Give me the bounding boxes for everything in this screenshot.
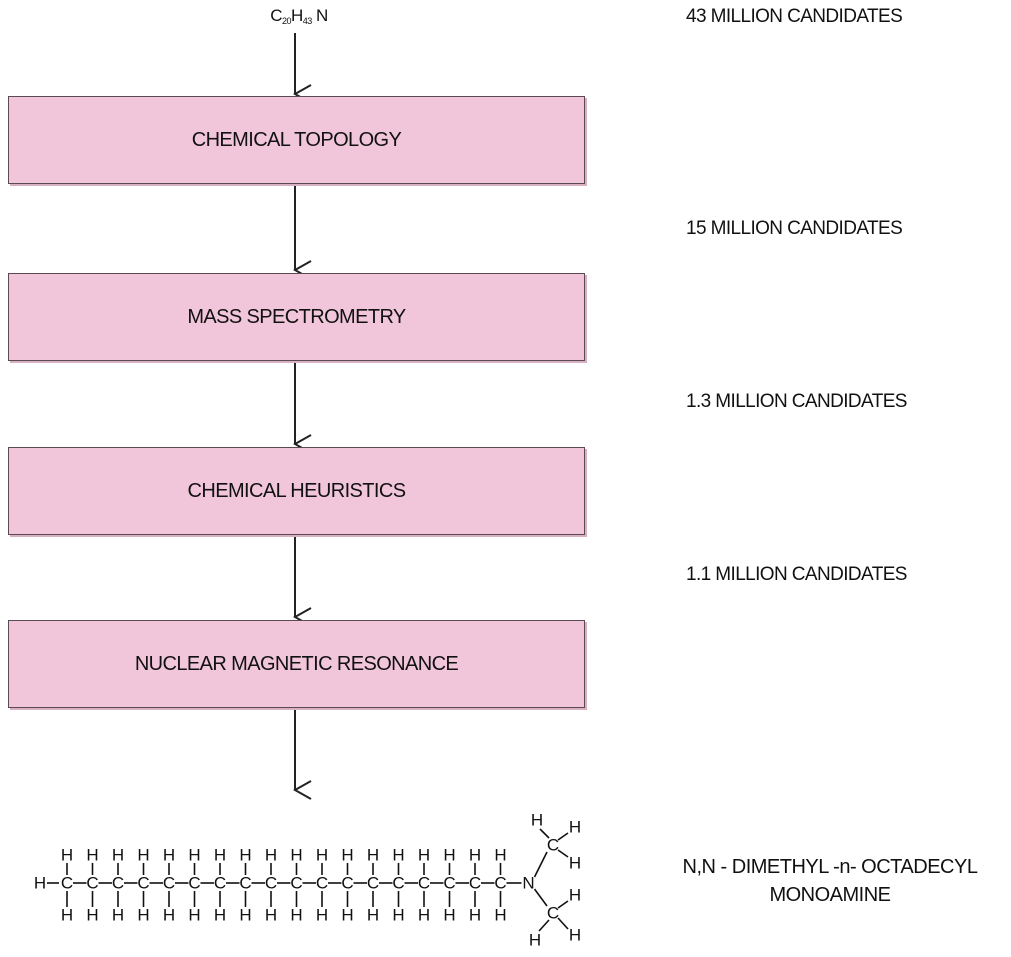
stage-label: CHEMICAL HEURISTICS: [187, 479, 406, 502]
chain-carbon: C: [316, 874, 328, 893]
methyl-hydrogen: H: [529, 931, 541, 950]
chain-hydrogen-top: H: [469, 846, 481, 865]
stage-label: CHEMICAL TOPOLOGY: [191, 128, 402, 151]
formula-carbon-count: 20: [281, 16, 292, 26]
chain-hydrogen-bottom: H: [316, 906, 328, 925]
chain-hydrogen-top: H: [290, 846, 302, 865]
formula-nitrogen: N: [316, 6, 328, 25]
stage-label: MASS SPECTROMETRY: [187, 305, 406, 328]
bond: [557, 832, 569, 841]
methyl-hydrogen: H: [569, 926, 581, 945]
chain-hydrogen-bottom: H: [214, 906, 226, 925]
methyl-carbon-bottom: C: [547, 904, 559, 923]
stage-chemical-heuristics: CHEMICAL HEURISTICS: [8, 447, 585, 535]
chain-hydrogen-bottom: H: [341, 906, 353, 925]
formula-hydrogen: H: [290, 6, 303, 25]
formula-carbon: C: [270, 6, 282, 25]
bond: [539, 828, 550, 839]
chain-hydrogen-bottom: H: [265, 906, 277, 925]
methyl-carbon-top: C: [547, 836, 559, 855]
product-name: N,N - DIMETHYL -n- OCTADECYL MONOAMINE: [660, 853, 1000, 909]
chain-hydrogen-top: H: [367, 846, 379, 865]
chain-carbon: C: [137, 874, 149, 893]
chain-carbon: C: [418, 874, 430, 893]
chain-hydrogen-top: H: [443, 846, 455, 865]
chain-carbon: C: [392, 874, 404, 893]
chain-hydrogen-top: H: [316, 846, 328, 865]
chain-hydrogen-bottom: H: [239, 906, 251, 925]
chain-carbon: C: [265, 874, 277, 893]
chain-carbon: C: [341, 874, 353, 893]
chain-hydrogen-bottom: H: [86, 906, 98, 925]
chain-hydrogen-bottom: H: [469, 906, 481, 925]
candidate-count-43-million: 43 MILLION CANDIDATES: [686, 6, 903, 27]
bond: [557, 917, 569, 930]
product-name-line1: N,N - DIMETHYL -n- OCTADECYL: [682, 856, 978, 878]
chain-hydrogen-top: H: [112, 846, 124, 865]
chain-hydrogen-bottom: H: [61, 906, 73, 925]
chain-hydrogen-bottom: H: [188, 906, 200, 925]
methyl-hydrogen: H: [569, 854, 581, 873]
chain-hydrogen-top: H: [163, 846, 175, 865]
terminal-hydrogen: H: [34, 874, 46, 893]
chain-hydrogen-bottom: H: [137, 906, 149, 925]
chain-hydrogen-top: H: [188, 846, 200, 865]
chain-hydrogen-top: H: [86, 846, 98, 865]
methyl-hydrogen: H: [531, 811, 543, 830]
methyl-hydrogen: H: [569, 886, 581, 905]
input-formula: C20H43 N: [254, 6, 344, 26]
chain-hydrogen-bottom: H: [367, 906, 379, 925]
chain-hydrogen-top: H: [494, 846, 506, 865]
candidate-count-15-million: 15 MILLION CANDIDATES: [686, 218, 903, 239]
bond: [557, 900, 569, 909]
bond: [557, 849, 569, 858]
chain-hydrogen-bottom: H: [290, 906, 302, 925]
chain-hydrogen-top: H: [214, 846, 226, 865]
chain-carbon: C: [188, 874, 200, 893]
chain-hydrogen-bottom: H: [494, 906, 506, 925]
chain-carbon: C: [443, 874, 455, 893]
chain-hydrogen-top: H: [392, 846, 404, 865]
chain-hydrogen-top: H: [341, 846, 353, 865]
chain-carbon: C: [214, 874, 226, 893]
chain-carbon: C: [112, 874, 124, 893]
nitrogen-atom: N: [522, 874, 534, 893]
chain-hydrogen-bottom: H: [163, 906, 175, 925]
chain-hydrogen-bottom: H: [443, 906, 455, 925]
chain-carbon: C: [494, 874, 506, 893]
chain-carbon: C: [367, 874, 379, 893]
chain-carbon: C: [86, 874, 98, 893]
flow-arrows: [0, 33, 1011, 800]
stage-chemical-topology: CHEMICAL TOPOLOGY: [8, 96, 585, 184]
candidate-count-1-3-million: 1.3 MILLION CANDIDATES: [686, 391, 907, 412]
chain-carbon: C: [163, 874, 175, 893]
chain-hydrogen-bottom: H: [418, 906, 430, 925]
chain-hydrogen-bottom: H: [392, 906, 404, 925]
chain-carbon: C: [61, 874, 73, 893]
chain-hydrogen-bottom: H: [112, 906, 124, 925]
formula-hydrogen-count: 43: [302, 16, 313, 26]
bond: [533, 851, 548, 878]
candidate-count-1-1-million: 1.1 MILLION CANDIDATES: [686, 564, 907, 585]
chain-carbon: C: [239, 874, 251, 893]
bond: [533, 888, 548, 907]
stage-mass-spectrometry: MASS SPECTROMETRY: [8, 273, 585, 361]
stage-label: NUCLEAR MAGNETIC RESONANCE: [134, 652, 459, 675]
bond: [538, 919, 550, 932]
chain-hydrogen-top: H: [137, 846, 149, 865]
chain-hydrogen-top: H: [265, 846, 277, 865]
chain-carbon: C: [469, 874, 481, 893]
chain-hydrogen-top: H: [61, 846, 73, 865]
product-name-line2: MONOAMINE: [769, 884, 891, 906]
chain-hydrogen-top: H: [418, 846, 430, 865]
methyl-hydrogen: H: [569, 818, 581, 837]
chain-carbon: C: [290, 874, 302, 893]
chain-hydrogen-top: H: [239, 846, 251, 865]
stage-nuclear-magnetic-resonance: NUCLEAR MAGNETIC RESONANCE: [8, 620, 585, 708]
